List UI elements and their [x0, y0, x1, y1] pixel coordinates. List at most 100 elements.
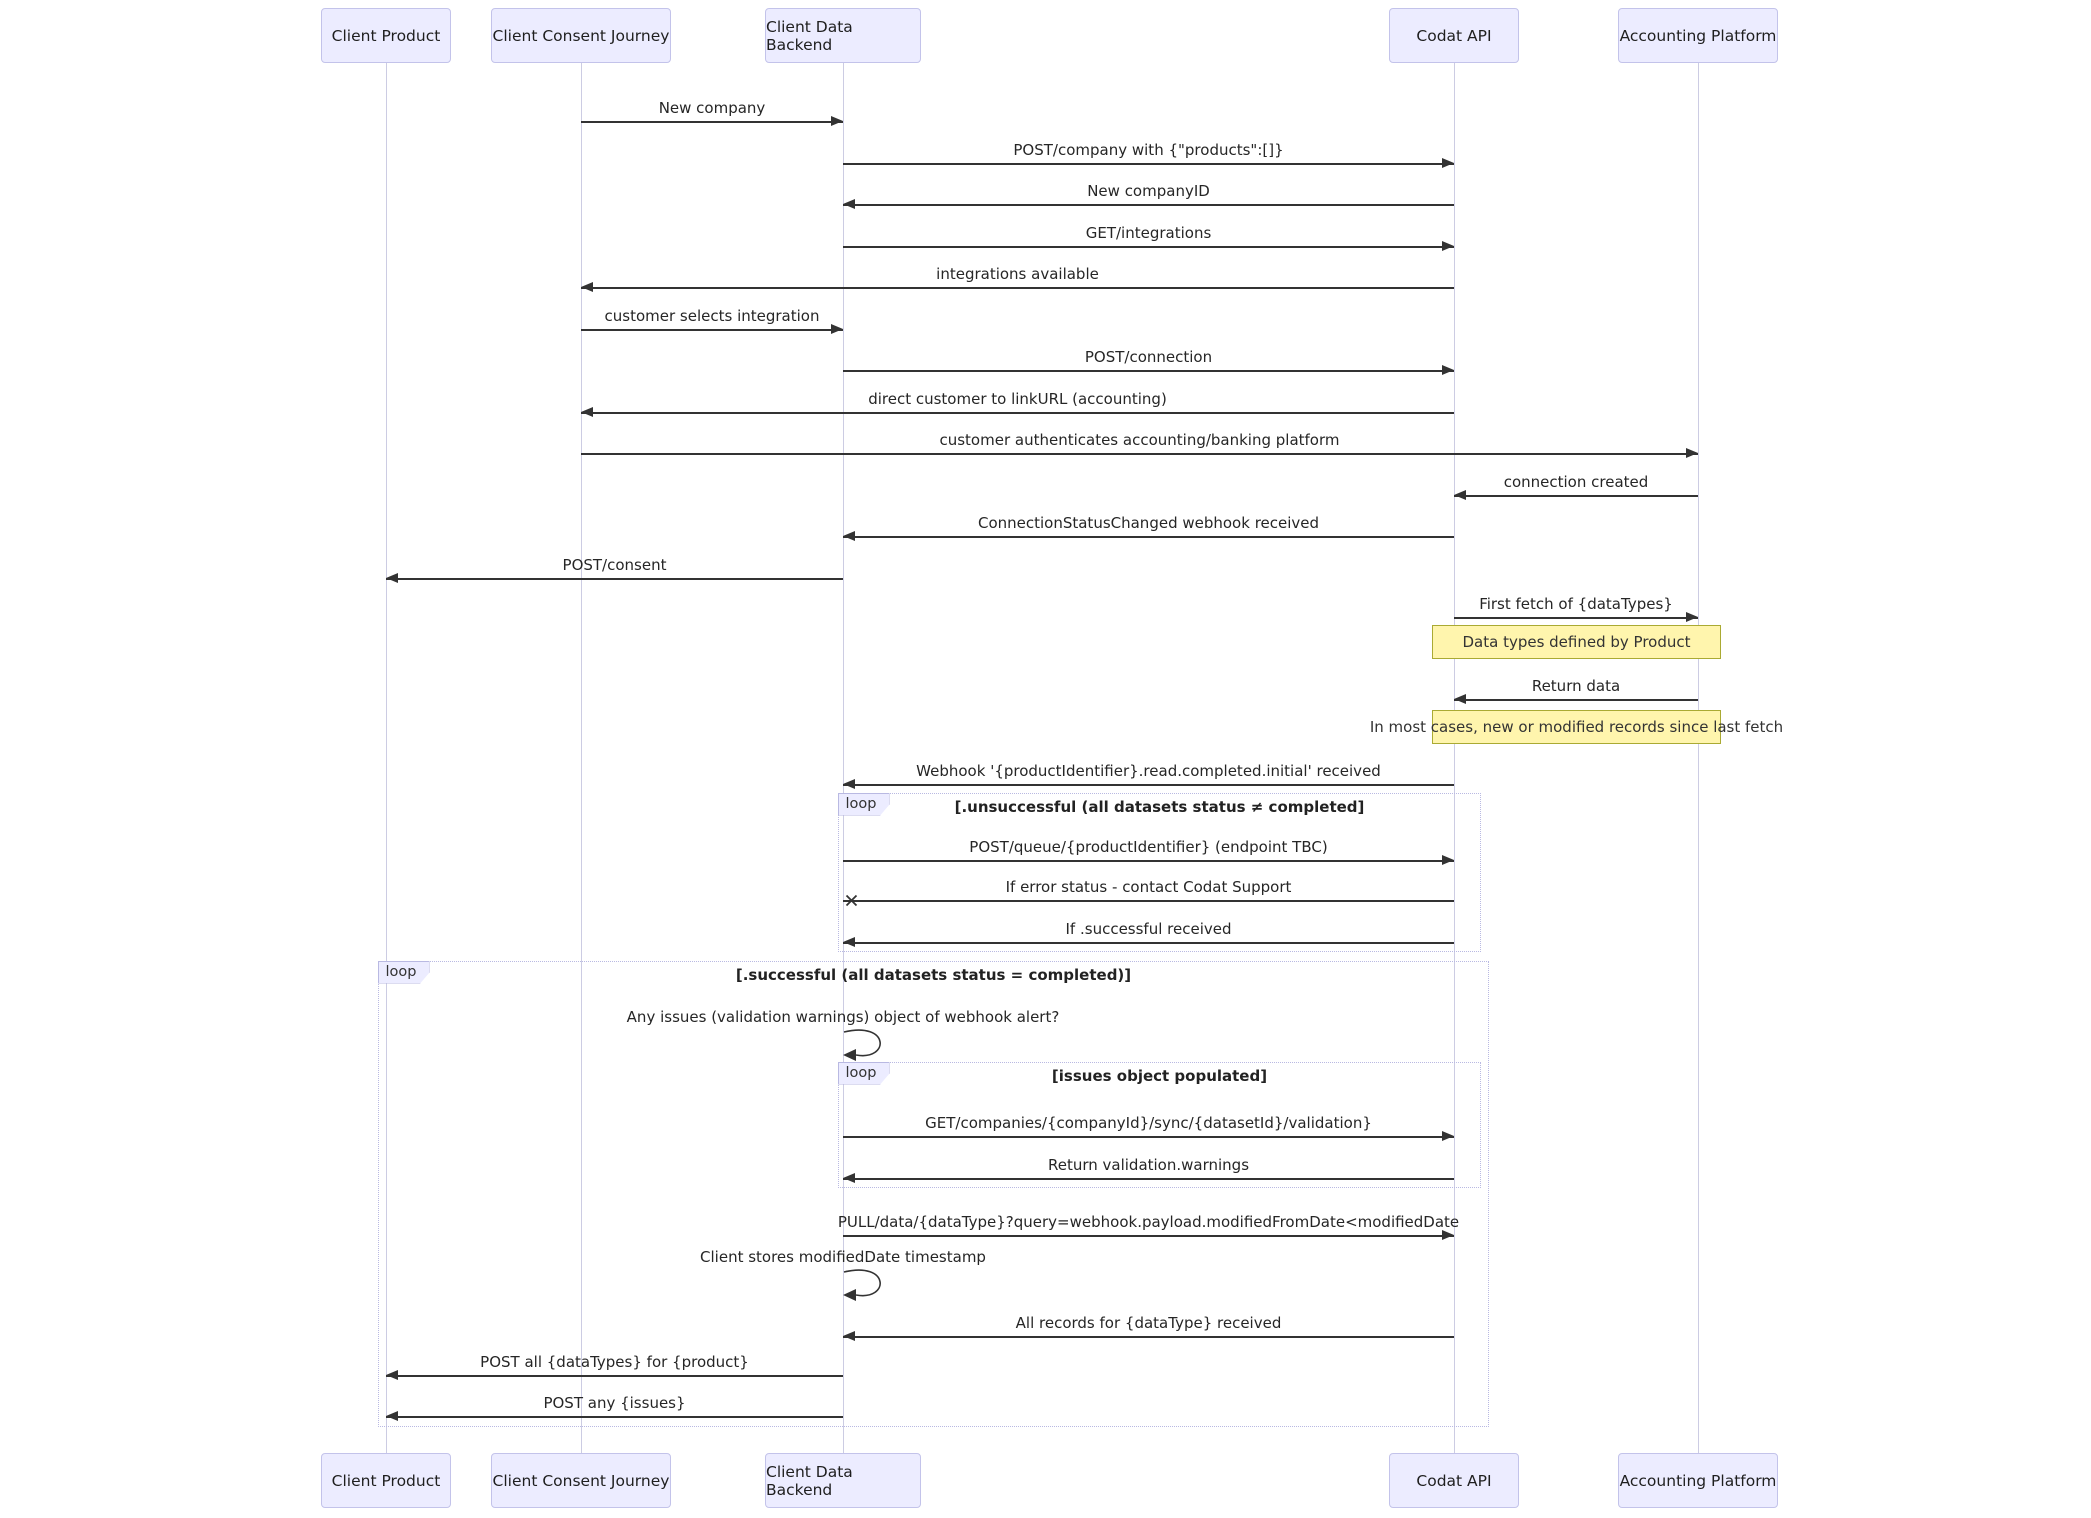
note: Data types defined by Product	[1432, 625, 1721, 659]
note-text: Data types defined by Product	[1462, 633, 1691, 651]
message-line	[843, 942, 1454, 944]
message-label: POST/consent	[562, 556, 667, 574]
arrowhead-icon	[1454, 489, 1466, 500]
message-line	[386, 578, 843, 580]
message-label: POST all {dataTypes} for {product}	[480, 1353, 749, 1371]
loop-condition: [.successful (all datasets status = comp…	[735, 966, 1132, 984]
arrowhead-icon	[1442, 157, 1454, 168]
message-line	[843, 204, 1454, 206]
arrowhead-icon	[1454, 693, 1466, 704]
arrowhead-icon	[1442, 1229, 1454, 1240]
message-line	[386, 1416, 843, 1418]
arrowhead-icon	[1442, 1130, 1454, 1141]
message-line	[1454, 699, 1698, 701]
arrowhead-icon	[843, 778, 855, 789]
loop-condition: [issues object populated]	[1051, 1067, 1268, 1085]
message-line	[843, 1178, 1454, 1180]
arrowhead-icon	[386, 572, 398, 583]
participant-top-client-consent-journey: Client Consent Journey	[491, 8, 671, 63]
self-loop-arrow-icon	[842, 1028, 906, 1062]
message-line	[843, 246, 1454, 248]
message-label: POST/queue/{productIdentifier} (endpoint…	[969, 838, 1328, 856]
message-label: ConnectionStatusChanged webhook received	[977, 514, 1320, 532]
participant-bottom-codat-api: Codat API	[1389, 1453, 1519, 1508]
message-label: POST/company with {"products":[]}	[1013, 141, 1284, 159]
message-line	[843, 370, 1454, 372]
message-label: GET/integrations	[1085, 224, 1212, 242]
loop-label: loop	[837, 1061, 890, 1085]
arrowhead-icon	[581, 406, 593, 417]
self-loop-arrow-icon	[842, 1268, 906, 1302]
lifeline-client-consent-journey	[580, 63, 582, 1453]
message-label: New companyID	[1087, 182, 1210, 200]
message-label: If .successful received	[1065, 920, 1232, 938]
note-text: In most cases, new or modified records s…	[1369, 718, 1784, 736]
loop-frame: loop [issues object populated]	[837, 1061, 1481, 1188]
arrowhead-icon	[1686, 447, 1698, 458]
arrowhead-icon	[843, 936, 855, 947]
message-label: PULL/data/{dataType}?query=webhook.paylo…	[837, 1213, 1460, 1231]
participant-top-accounting-platform: Accounting Platform	[1618, 8, 1778, 63]
message-label: customer authenticates accounting/bankin…	[939, 431, 1340, 449]
message-label: connection created	[1503, 473, 1649, 491]
loop-frame: loop [.unsuccessful (all datasets status …	[837, 792, 1481, 952]
arrowhead-icon	[1686, 611, 1698, 622]
arrowhead-icon	[581, 281, 593, 292]
loop-label: loop	[377, 960, 430, 984]
arrowhead-icon	[1442, 364, 1454, 375]
message-line	[581, 453, 1698, 455]
arrow-cross-icon	[845, 894, 858, 907]
lifeline-codat-api	[1453, 63, 1455, 1453]
arrowhead-icon	[843, 198, 855, 209]
arrowhead-icon	[831, 115, 843, 126]
message-label: Any issues (validation warnings) object …	[626, 1008, 1060, 1026]
message-label: If error status - contact Codat Support	[1005, 878, 1292, 896]
arrowhead-icon	[1442, 240, 1454, 251]
arrowhead-icon	[386, 1410, 398, 1421]
message-label: integrations available	[936, 265, 1099, 283]
loop-label: loop	[837, 792, 890, 816]
message-line	[843, 536, 1454, 538]
loop-frame: loop [.successful (all datasets status = …	[377, 960, 1489, 1427]
lifeline-accounting-platform	[1697, 63, 1699, 1453]
arrowhead-icon	[1442, 854, 1454, 865]
message-label: GET/companies/{companyId}/sync/{datasetI…	[925, 1114, 1372, 1132]
participant-bottom-accounting-platform: Accounting Platform	[1618, 1453, 1778, 1508]
participant-top-client-data-backend: Client Data Backend	[765, 8, 921, 63]
message-label: POST any {issues}	[543, 1394, 686, 1412]
message-line	[843, 1235, 1454, 1237]
message-line	[843, 784, 1454, 786]
message-label: All records for {dataType} received	[1015, 1314, 1282, 1332]
message-label: Webhook '{productIdentifier}.read.comple…	[916, 762, 1381, 780]
message-line	[581, 121, 843, 123]
message-line	[1454, 495, 1698, 497]
message-line	[843, 860, 1454, 862]
message-label: New company	[658, 99, 766, 117]
note: In most cases, new or modified records s…	[1370, 710, 1783, 744]
participant-top-client-product: Client Product	[321, 8, 451, 63]
lifeline-client-product	[385, 63, 387, 1453]
message-label: customer selects integration	[604, 307, 820, 325]
message-label: POST/connection	[1084, 348, 1213, 366]
lifeline-client-data-backend	[842, 63, 844, 1453]
message-line	[581, 412, 1454, 414]
message-line	[843, 163, 1454, 165]
arrowhead-icon	[831, 323, 843, 334]
message-line	[843, 1336, 1454, 1338]
participant-bottom-client-data-backend: Client Data Backend	[765, 1453, 921, 1508]
arrowhead-icon	[843, 1330, 855, 1341]
message-label: Return data	[1531, 677, 1621, 695]
participant-bottom-client-product: Client Product	[321, 1453, 451, 1508]
message-line	[386, 1375, 843, 1377]
arrowhead-icon	[843, 530, 855, 541]
message-line	[581, 287, 1454, 289]
message-line	[843, 900, 1454, 902]
arrowhead-icon	[843, 1172, 855, 1183]
loop-condition: [.unsuccessful (all datasets status ≠ co…	[954, 798, 1365, 816]
message-line	[581, 329, 843, 331]
participant-bottom-client-consent-journey: Client Consent Journey	[491, 1453, 671, 1508]
message-label: First fetch of {dataTypes}	[1479, 595, 1673, 613]
message-label: direct customer to linkURL (accounting)	[868, 390, 1167, 408]
arrowhead-icon	[386, 1369, 398, 1380]
